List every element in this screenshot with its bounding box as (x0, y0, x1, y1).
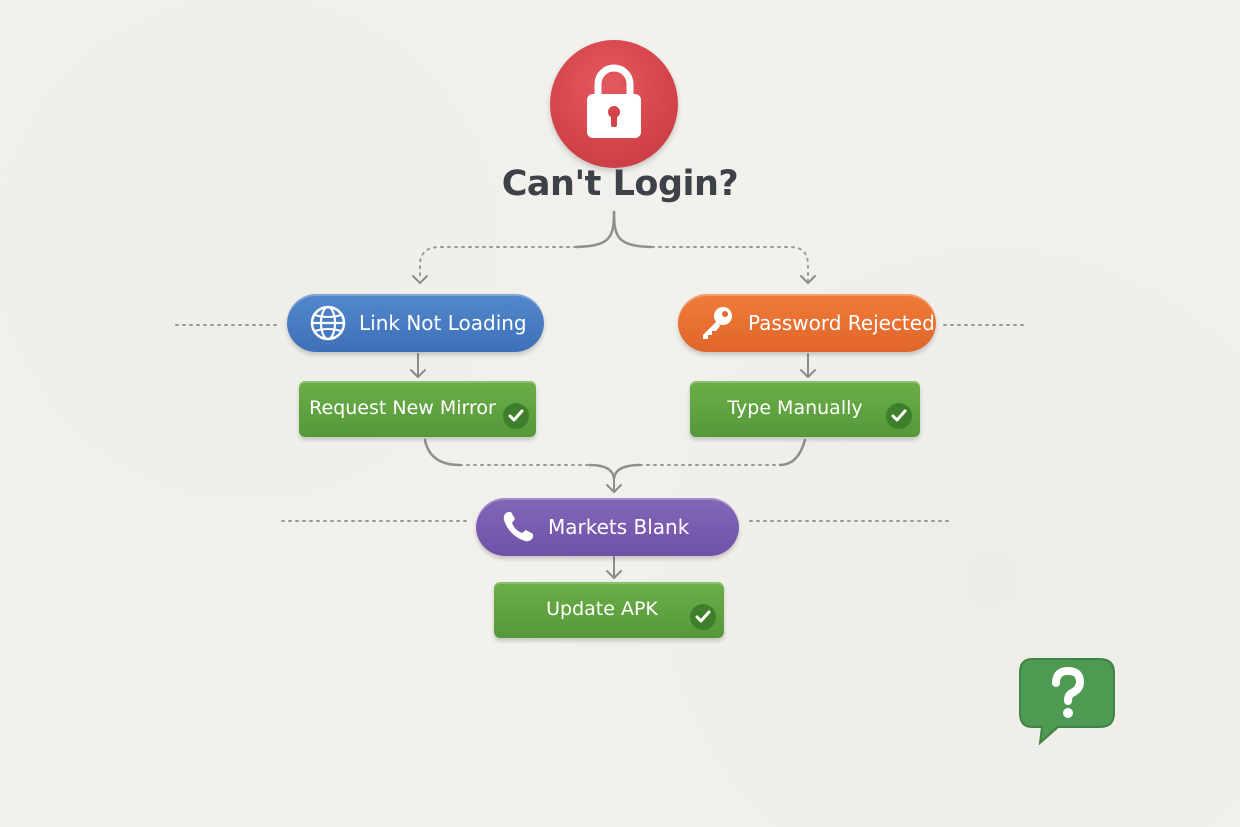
fix-label: Type Manually (727, 397, 863, 419)
checkmark-icon (886, 403, 912, 429)
top-split-connector (574, 210, 654, 249)
issue-label: Markets Blank (548, 515, 690, 539)
fix-label: Update APK (546, 598, 658, 620)
fix-update-apk: Update APK (494, 582, 724, 638)
fix-request-new-mirror: Request New Mirror (299, 381, 536, 437)
issue-password-rejected: Password Rejected (678, 294, 936, 352)
lock-badge (550, 40, 678, 168)
issue-label: Password Rejected (748, 311, 935, 335)
issue-label: Link Not Loading (359, 311, 527, 335)
fix-type-manually: Type Manually (690, 381, 920, 437)
key-icon (698, 304, 736, 342)
issue-link-not-loading: Link Not Loading (287, 294, 544, 352)
fix-label: Request New Mirror (309, 397, 496, 419)
phone-icon (500, 509, 536, 545)
checkmark-icon (690, 604, 716, 630)
diagram-title: Can't Login? (501, 164, 739, 204)
issue-markets-blank: Markets Blank (476, 498, 739, 556)
globe-icon (309, 304, 347, 342)
question-bubble-icon[interactable] (1018, 657, 1116, 750)
checkmark-icon (503, 403, 529, 429)
lock-icon (587, 64, 641, 138)
